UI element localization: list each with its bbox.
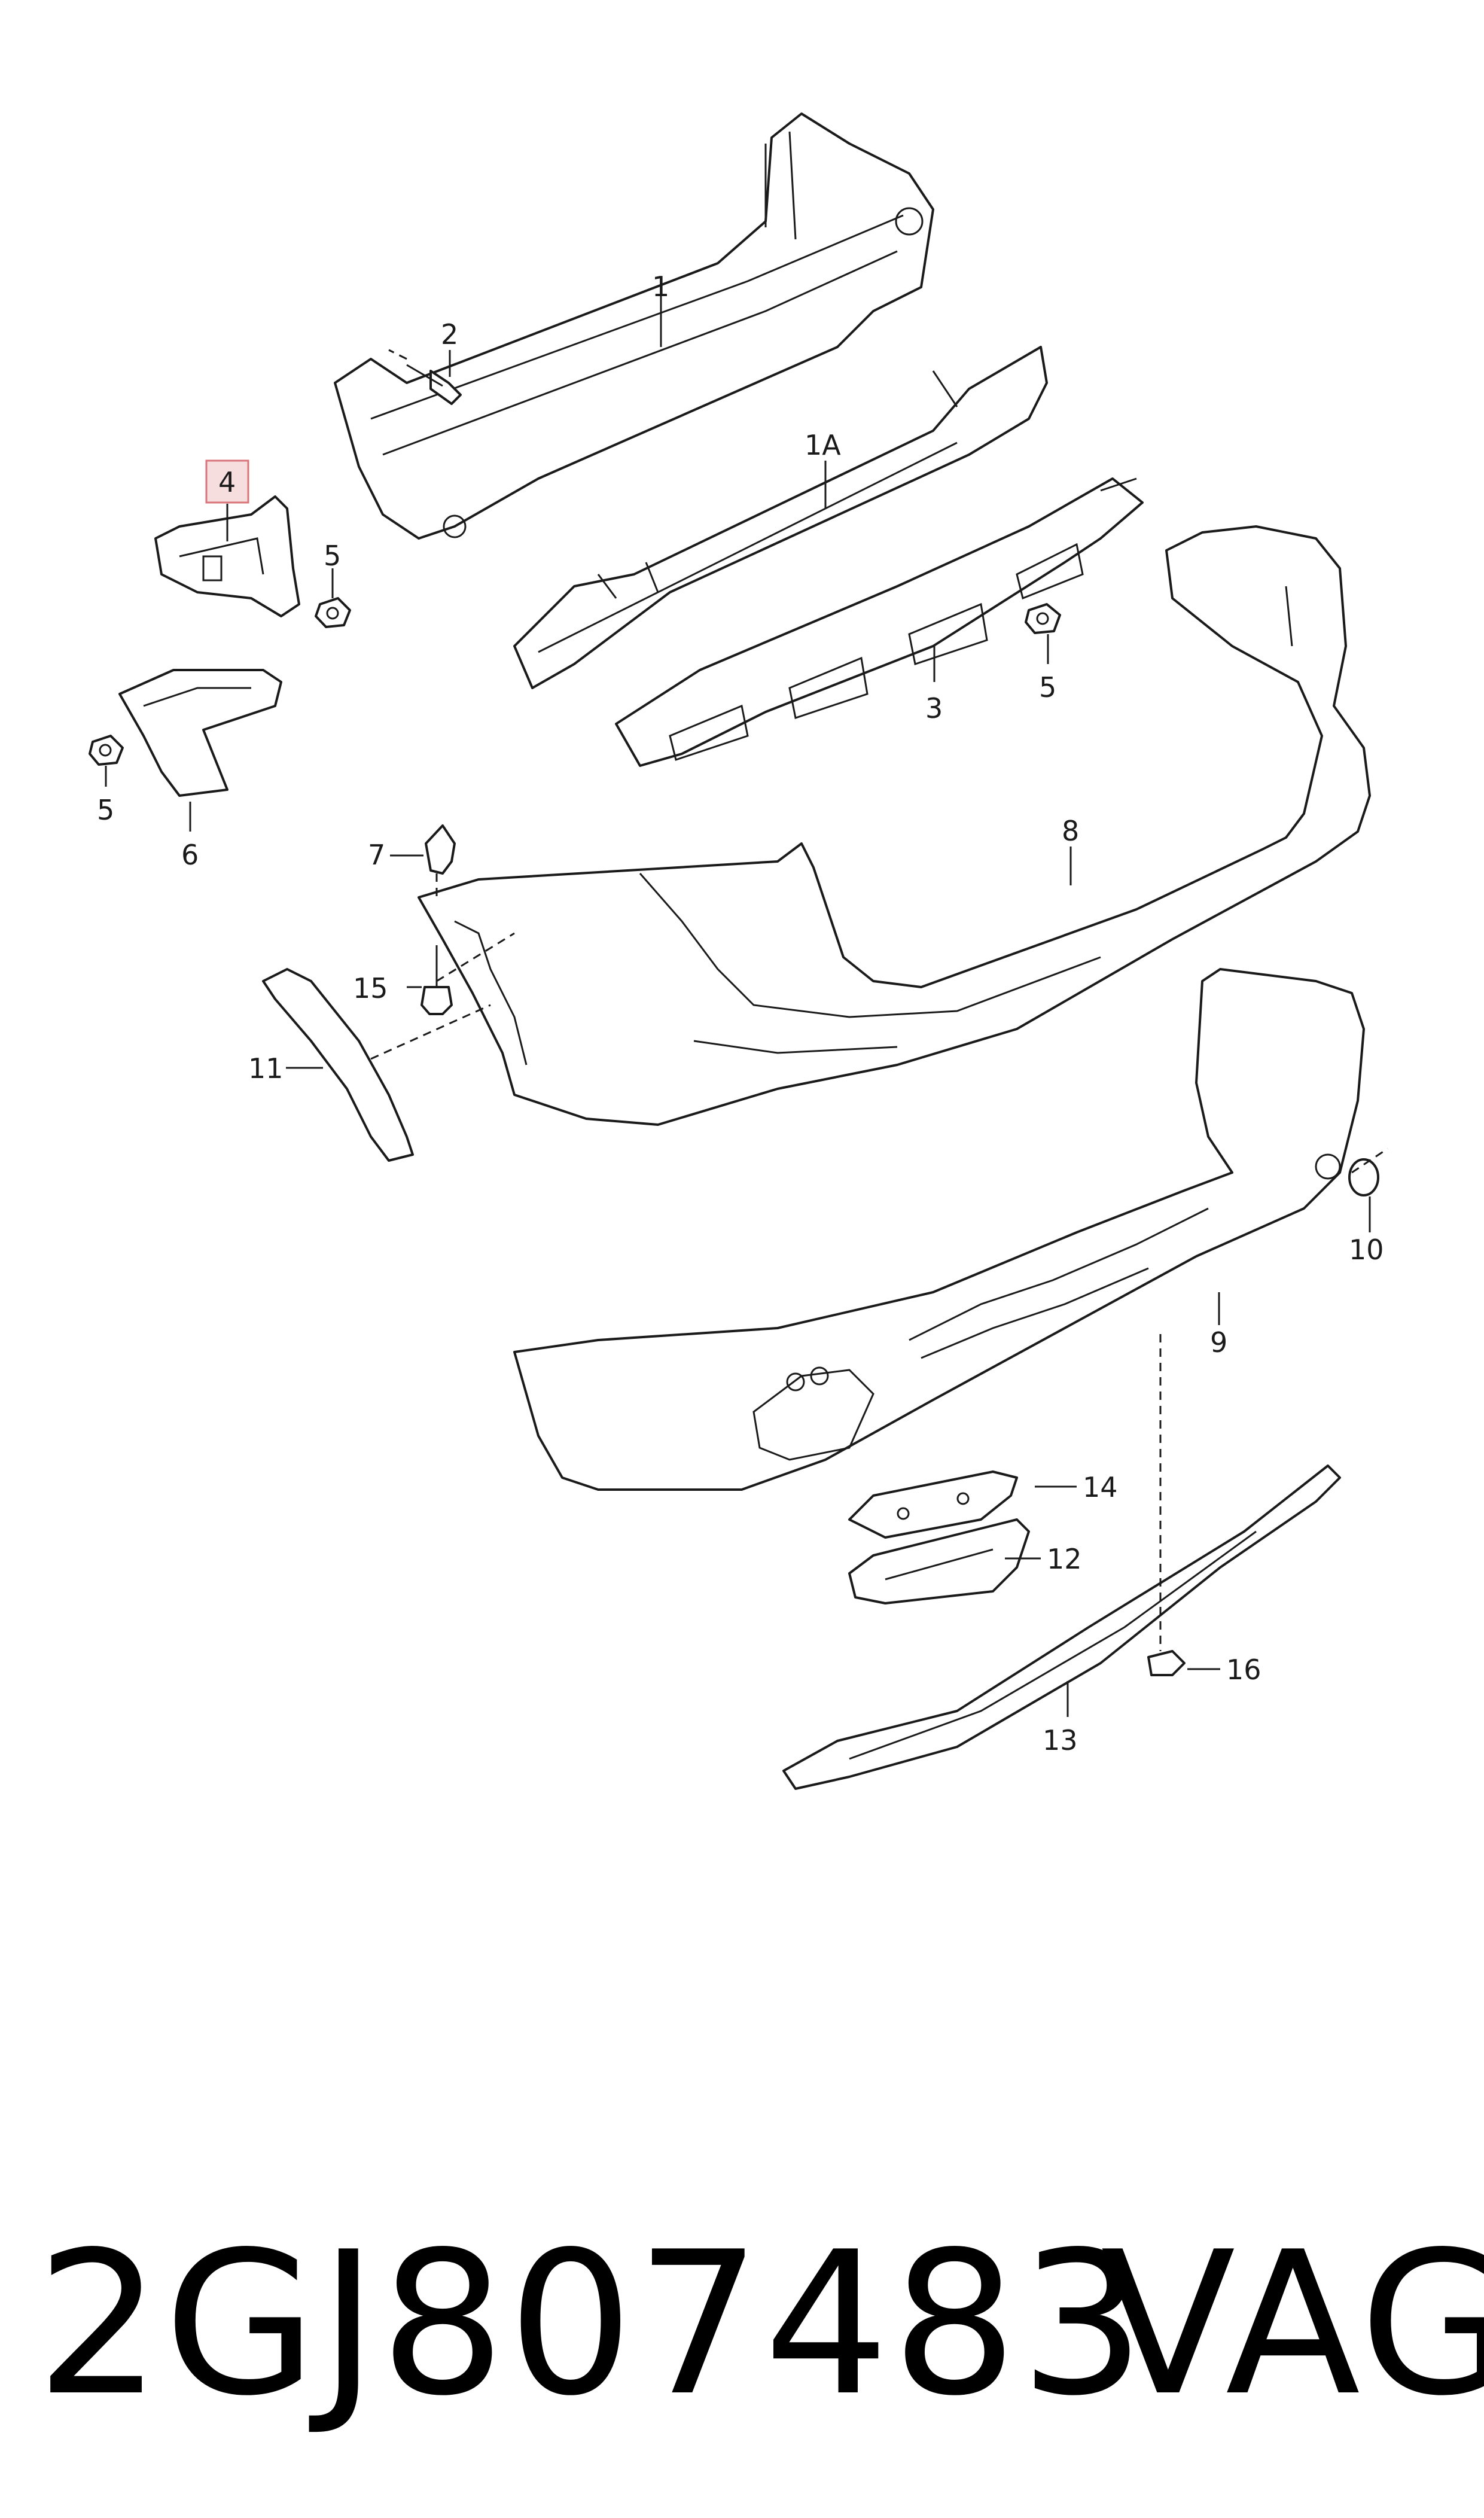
callout-5-left: 5	[97, 794, 114, 826]
part-1-reinforcement-beam	[334, 112, 934, 540]
callout-12: 12	[1047, 1543, 1082, 1575]
callout-2: 2	[441, 318, 458, 351]
assembly-line-11	[370, 1004, 491, 1060]
callout-4: 4	[218, 466, 236, 498]
part-6-side-bracket	[118, 669, 282, 797]
part-5-nut-right	[1025, 603, 1061, 634]
assembly-line-15	[436, 932, 515, 982]
part-1a-absorber	[513, 346, 1048, 689]
callout-6: 6	[181, 839, 199, 871]
part-2-bolt	[388, 349, 462, 405]
callout-15: 15	[353, 972, 388, 1004]
part-10-cap	[1348, 1158, 1379, 1196]
brand-label: VAG	[1101, 2209, 1484, 2439]
part-7-clip	[425, 824, 456, 875]
callout-4-highlight	[205, 459, 249, 504]
callout-11: 11	[248, 1052, 284, 1085]
part-11-trim-strip	[262, 968, 414, 1162]
part-9-lower-bumper	[513, 968, 1365, 1491]
callout-9: 9	[1210, 1326, 1227, 1359]
callout-10: 10	[1349, 1234, 1384, 1266]
part-15-screw	[420, 945, 453, 1015]
part-14-trim-bar	[848, 1470, 1018, 1539]
callout-7: 7	[368, 839, 385, 871]
part-8-bumper-cover	[418, 525, 1371, 1126]
part-3-lower-absorber	[615, 477, 1144, 767]
callout-5-upper: 5	[324, 540, 341, 572]
part-13-diffuser-strip	[782, 1464, 1341, 1790]
part-4-bracket	[154, 495, 300, 617]
part-16-clip	[1147, 1650, 1186, 1676]
callout-16: 16	[1226, 1654, 1261, 1686]
callout-3: 3	[925, 692, 943, 724]
callout-1: 1	[652, 270, 669, 303]
callout-13: 13	[1043, 1724, 1078, 1756]
callout-5-right: 5	[1039, 671, 1056, 704]
callout-8: 8	[1062, 815, 1079, 847]
part-12-exhaust-trim	[848, 1518, 1030, 1604]
part-5-nut-left	[89, 735, 124, 766]
part-number-label: 2GJ807483	[36, 2209, 1148, 2439]
callout-14: 14	[1083, 1471, 1118, 1503]
callout-1a: 1A	[805, 429, 841, 461]
assembly-line-10	[1351, 1147, 1388, 1174]
part-5-nut-upper	[315, 597, 351, 628]
leader-lines	[105, 296, 1371, 1717]
